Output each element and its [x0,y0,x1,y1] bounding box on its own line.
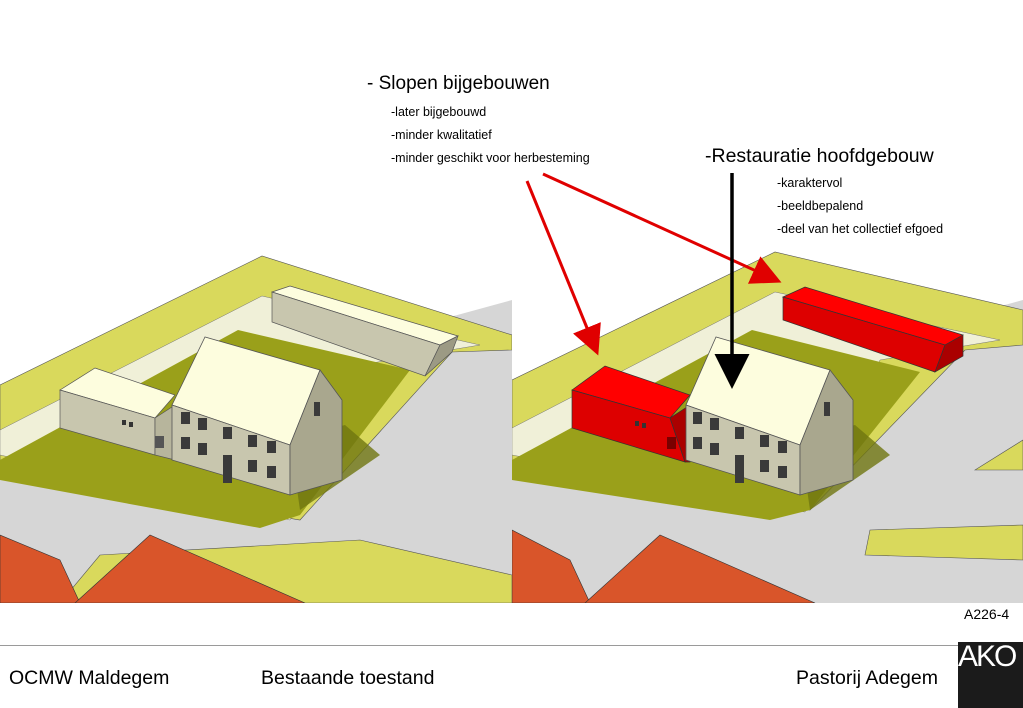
demolish-point: -later bijgebouwd [391,105,487,119]
footer-project: Pastorij Adegem [796,667,938,689]
arrow-to-shed [542,172,782,284]
sheet-code: A226-4 [964,606,1010,622]
plot-strip [864,524,1023,561]
footer-divider [0,645,1023,646]
footer-subject: Bestaande toestand [261,667,435,689]
restore-point: -beeldbepalend [777,199,864,213]
logo-text: AKO [958,642,1017,673]
restore-point: -karaktervol [777,176,843,190]
restore-point: -deel van het collectief efgoed [777,222,944,236]
footer-client: OCMW Maldegem [9,667,170,689]
restore-title: -Restauratie hoofdgebouw [705,145,934,167]
plot-strip [973,439,1023,471]
neighbour-roof [74,534,306,603]
neighbour-roof [584,534,816,603]
proposed-site-view [512,251,1023,603]
demolish-title: - Slopen bijgebouwen [367,73,550,94]
arrow-to-annex [525,180,601,356]
company-logo: AKO [958,642,1023,708]
demolish-point: -minder kwalitatief [391,128,492,142]
neighbour-roof [0,534,81,603]
neighbour-roof [512,529,591,603]
demolish-point: -minder geschikt voor herbesteming [391,151,590,165]
existing-site-view [0,255,512,603]
